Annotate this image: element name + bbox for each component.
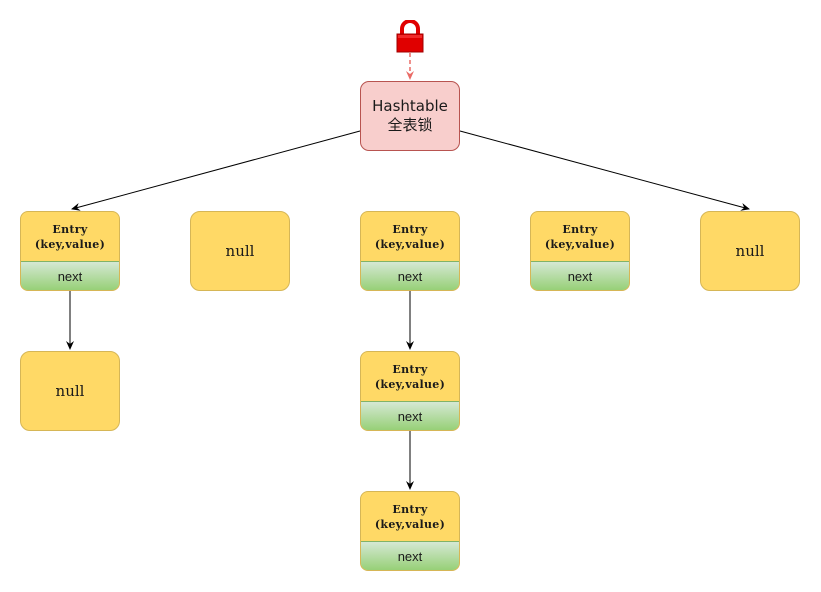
entry-label: Entry — [392, 363, 428, 376]
entry-key-value: (key,value) — [544, 238, 616, 251]
entry-header: Entry (key,value) — [361, 212, 459, 262]
entry-next-field: next — [361, 541, 459, 570]
padlock-icon — [396, 20, 424, 53]
null-node: null — [190, 211, 290, 291]
entry-label: Entry — [52, 223, 88, 236]
entry-header: Entry (key,value) — [361, 352, 459, 402]
null-node: null — [700, 211, 800, 291]
entry-node: Entry (key,value) next — [360, 211, 460, 291]
entry-node: Entry (key,value) next — [20, 211, 120, 291]
entry-key-value: (key,value) — [374, 238, 446, 251]
entry-next-field: next — [361, 261, 459, 290]
entry-label: Entry — [392, 503, 428, 516]
entry-next-field: next — [531, 261, 629, 290]
entry-key-value: (key,value) — [34, 238, 106, 251]
entry-node: Entry (key,value) next — [530, 211, 630, 291]
entry-key-value: (key,value) — [374, 378, 446, 391]
hashtable-title: Hashtable — [372, 97, 448, 115]
entry-header: Entry (key,value) — [531, 212, 629, 262]
entry-key-value: (key,value) — [374, 518, 446, 531]
entry-next-field: next — [361, 401, 459, 430]
hashtable-node: Hashtable 全表锁 — [360, 81, 460, 151]
hashtable-lock-label: 全表锁 — [387, 116, 433, 134]
entry-label: Entry — [562, 223, 598, 236]
null-node: null — [20, 351, 120, 431]
root-to-entry-1-arrow — [71, 130, 361, 211]
entry-node: Entry (key,value) next — [360, 491, 460, 571]
entry-header: Entry (key,value) — [361, 492, 459, 542]
entry-next-field: next — [21, 261, 119, 290]
entry-header: Entry (key,value) — [21, 212, 119, 262]
entry-label: Entry — [392, 223, 428, 236]
root-to-null-2-arrow — [459, 130, 750, 211]
entry-node: Entry (key,value) next — [360, 351, 460, 431]
